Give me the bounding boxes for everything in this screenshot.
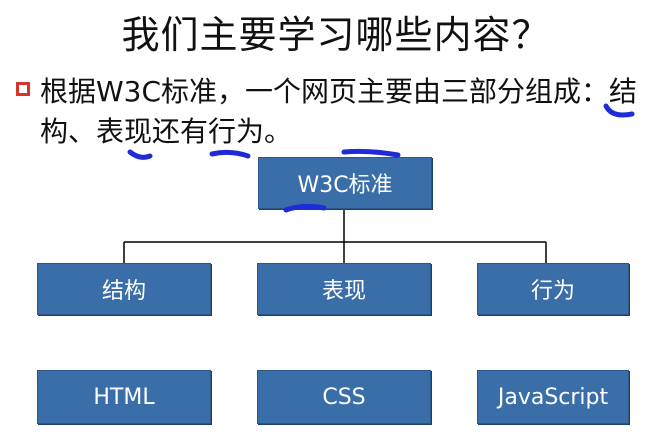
category-label: 行为 <box>530 279 575 304</box>
tech-label: CSS <box>322 384 366 410</box>
slide-title: 我们主要学习哪些内容？ <box>121 13 551 57</box>
annotation-stroke <box>283 203 327 213</box>
annotation-stroke <box>209 149 251 159</box>
bullet-text: 根据W3C标准，一个网页主要由三部分组成：结构、表现还有行为。 <box>40 75 638 148</box>
tech-label: JavaScript <box>497 384 609 410</box>
annotation-stroke <box>127 149 153 160</box>
tech-node-html: HTML <box>37 370 211 424</box>
category-label: 结构 <box>101 279 146 304</box>
tech-node-css: CSS <box>257 370 431 424</box>
category-node-structure: 结构 <box>37 263 211 315</box>
root-node-label: W3C标准 <box>297 173 393 198</box>
tech-label: HTML <box>93 384 155 410</box>
root-node: W3C标准 <box>258 157 432 209</box>
category-node-presentation: 表现 <box>257 263 431 315</box>
tech-node-javascript: JavaScript <box>477 370 629 424</box>
category-node-behavior: 行为 <box>477 263 629 315</box>
category-label: 表现 <box>321 279 366 304</box>
annotation-stroke <box>603 103 635 118</box>
annotation-stroke <box>341 148 401 158</box>
square-bullet-icon <box>16 82 30 96</box>
